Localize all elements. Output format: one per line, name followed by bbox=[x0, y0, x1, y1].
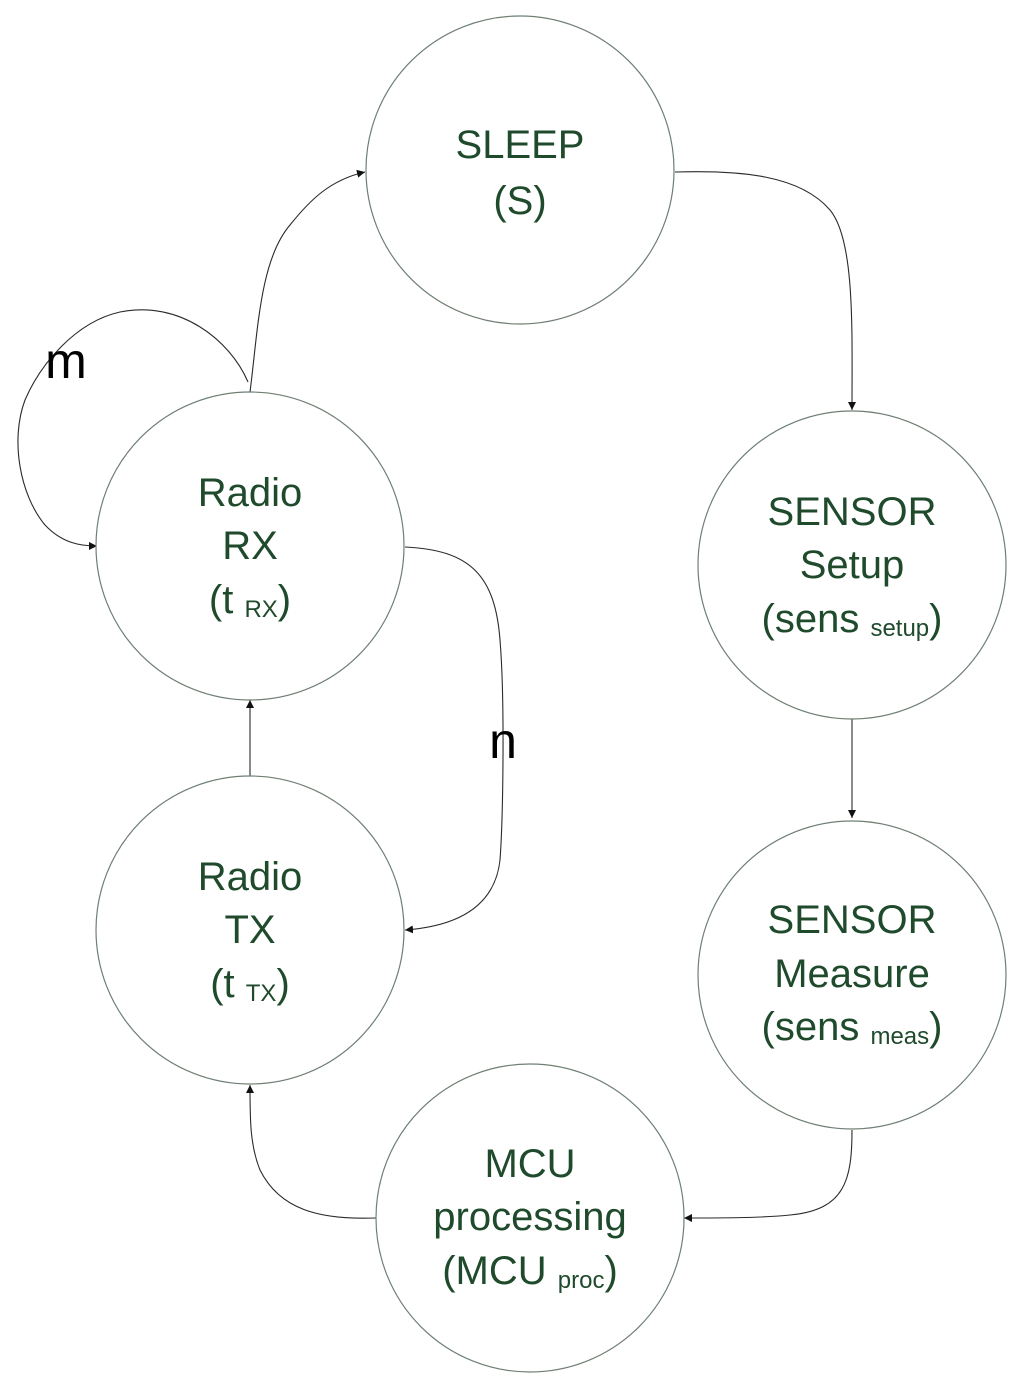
edge-label-n: n bbox=[489, 713, 517, 769]
edge-mcu-to-radio-tx bbox=[246, 1084, 377, 1219]
node-radio-rx-line1: Radio bbox=[198, 471, 303, 515]
node-radio-tx-line2: TX bbox=[224, 908, 275, 952]
node-radio-rx: Radio RX (t RX) bbox=[95, 391, 405, 701]
edge-radio-rx-to-radio-tx bbox=[404, 546, 504, 934]
node-radio-tx: Radio TX (t TX) bbox=[95, 775, 405, 1085]
node-sensor-measure-line2: Measure bbox=[774, 952, 930, 996]
node-mcu-line2: processing bbox=[433, 1195, 626, 1239]
edge-sleep-to-sensor-setup bbox=[674, 171, 857, 411]
edge-sensor-measure-to-mcu bbox=[683, 1129, 853, 1222]
edge-label-m: m bbox=[45, 333, 87, 389]
node-sleep-title: SLEEP bbox=[456, 123, 585, 167]
node-mcu-line1: MCU bbox=[484, 1142, 575, 1186]
node-sensor-measure-symbol: (sens meas) bbox=[762, 1005, 943, 1050]
node-sensor-setup: SENSOR Setup (sens setup) bbox=[697, 410, 1007, 720]
node-sensor-setup-symbol: (sens setup) bbox=[762, 597, 943, 642]
node-sensor-measure: SENSOR Measure (sens meas) bbox=[697, 820, 1007, 1130]
edge-radio-rx-self-loop bbox=[17, 309, 249, 550]
edge-radio-rx-to-sleep bbox=[249, 169, 366, 393]
node-mcu-symbol: (MCU proc) bbox=[442, 1249, 618, 1294]
node-mcu-processing: MCU processing (MCU proc) bbox=[375, 1063, 685, 1373]
node-sleep-abbr: (S) bbox=[493, 179, 546, 223]
node-radio-tx-line1: Radio bbox=[198, 855, 303, 899]
node-sensor-measure-line1: SENSOR bbox=[768, 898, 937, 942]
node-sensor-setup-line1: SENSOR bbox=[768, 490, 937, 534]
node-sleep: SLEEP (S) bbox=[365, 15, 675, 325]
node-radio-rx-symbol: (t RX) bbox=[209, 578, 291, 623]
node-radio-tx-symbol: (t TX) bbox=[210, 962, 290, 1007]
node-sensor-setup-line2: Setup bbox=[800, 543, 905, 587]
node-radio-rx-line2: RX bbox=[222, 524, 278, 568]
